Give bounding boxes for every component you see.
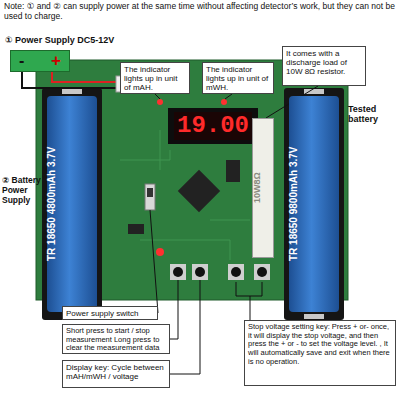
switch-callout: Power supply switch <box>62 306 158 320</box>
display-bezel <box>168 108 258 144</box>
node-text: ① Power Supply DC5-12V <box>5 35 114 45</box>
node-text: Short press to start / stop measurement … <box>66 327 166 353</box>
button-callout: Short press to start / stop measurement … <box>62 324 170 354</box>
resistor-callout: It comes with a discharge load of 10W 8Ω… <box>282 46 366 86</box>
segment-display: 19.00 <box>174 112 252 140</box>
battery-holder <box>284 88 344 320</box>
black-wire <box>22 72 120 88</box>
indicator-callout: The indicator lights up in unit of mWH. <box>202 62 274 94</box>
power-supply-box: ① Power Supply DC5-12V-+ <box>10 50 70 72</box>
ic-chip <box>128 224 144 234</box>
button-callout: Display key: Cycle between mAH/mWH / vol… <box>62 360 170 388</box>
push-buttons <box>170 264 270 280</box>
status-led <box>156 248 164 256</box>
terminal <box>304 314 324 319</box>
mwh-led <box>221 99 227 105</box>
node-text: 19.00 <box>174 112 252 140</box>
polarity-mark: - <box>19 52 24 70</box>
node-text: It comes with a discharge load of 10W 8Ω… <box>286 49 362 77</box>
polarity-mark: + <box>51 51 61 71</box>
node-text: Power supply switch <box>66 309 154 318</box>
terminal <box>62 89 82 94</box>
power-switch <box>145 184 155 210</box>
battery-holder <box>42 88 102 320</box>
battery: TR 18650 4800mAh 3.7V <box>47 96 97 312</box>
part-label: ② Battery Power Supply <box>2 176 42 205</box>
node-text: Stop voltage setting key: Press + or- on… <box>248 323 392 366</box>
red-wire <box>52 72 120 82</box>
part-label: Tested battery <box>348 104 400 125</box>
mosfet <box>226 160 240 182</box>
indicator-callout: The indicator lights up in unit of mAH. <box>120 62 190 94</box>
button-callout: Stop voltage setting key: Press + or- on… <box>244 320 396 386</box>
node-text: The indicator lights up in unit of mAH. <box>124 65 186 93</box>
node-text: TR 18650 4800mAh 3.7V <box>47 96 97 312</box>
note-text: Note: ① and ② can supply power at the sa… <box>4 2 398 22</box>
node-text: The indicator lights up in unit of mWH. <box>206 65 270 93</box>
mcu-chip <box>178 170 220 212</box>
mah-led <box>157 99 163 105</box>
node-text: 10W8Ω <box>253 119 273 257</box>
node-text: TR 18650 9800mAh 3.7V <box>289 96 339 312</box>
node-text: Display key: Cycle between mAH/mWH / vol… <box>66 363 166 381</box>
battery: TR 18650 9800mAh 3.7V <box>289 96 339 312</box>
switch-knob <box>147 188 153 197</box>
resistor-symbol: 10W8Ω <box>252 118 274 258</box>
pcb-traces <box>120 130 250 260</box>
